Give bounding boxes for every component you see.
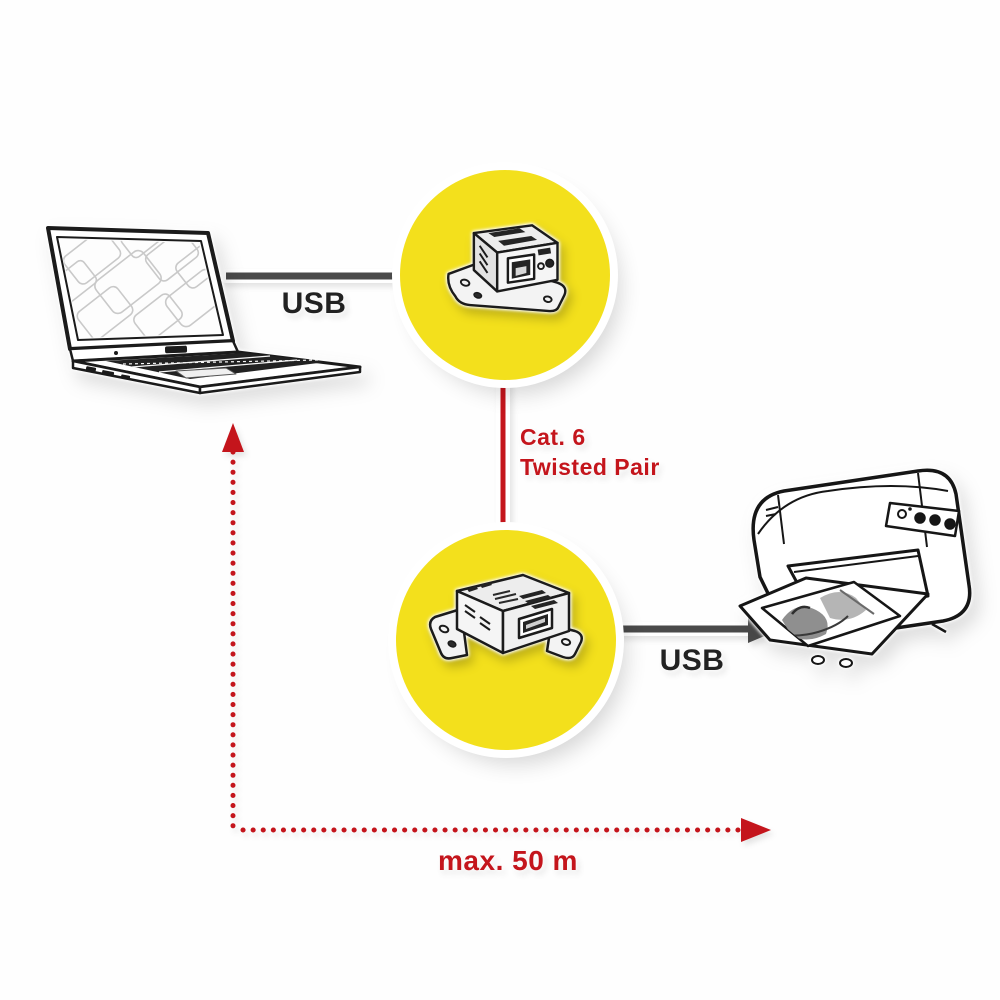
- printer-control-panel: [884, 501, 961, 538]
- distance-arrow-horizontal: [240, 818, 771, 842]
- arrow-right-head-red: [741, 818, 771, 842]
- usb-extender-local-icon: [447, 224, 567, 313]
- laptop-icon: [46, 226, 362, 395]
- cable-type-label: Cat. 6 Twisted Pair: [520, 422, 720, 482]
- usb-label-top: USB: [281, 287, 347, 320]
- rj45-port-icon: [506, 253, 536, 284]
- max-distance-label: max. 50 m: [438, 845, 578, 876]
- usb-extender-remote-icon: [428, 573, 583, 660]
- distance-arrow-vertical: [222, 423, 244, 833]
- usb-label-bottom: USB: [659, 644, 725, 677]
- printer-icon: [738, 468, 972, 668]
- usb-a-port-icon: [517, 607, 554, 640]
- cable-type-line1: Cat. 6: [520, 424, 586, 450]
- printed-photo: [760, 580, 902, 648]
- arrow-up-head-red: [222, 423, 244, 452]
- cable-type-line2: Twisted Pair: [520, 454, 660, 480]
